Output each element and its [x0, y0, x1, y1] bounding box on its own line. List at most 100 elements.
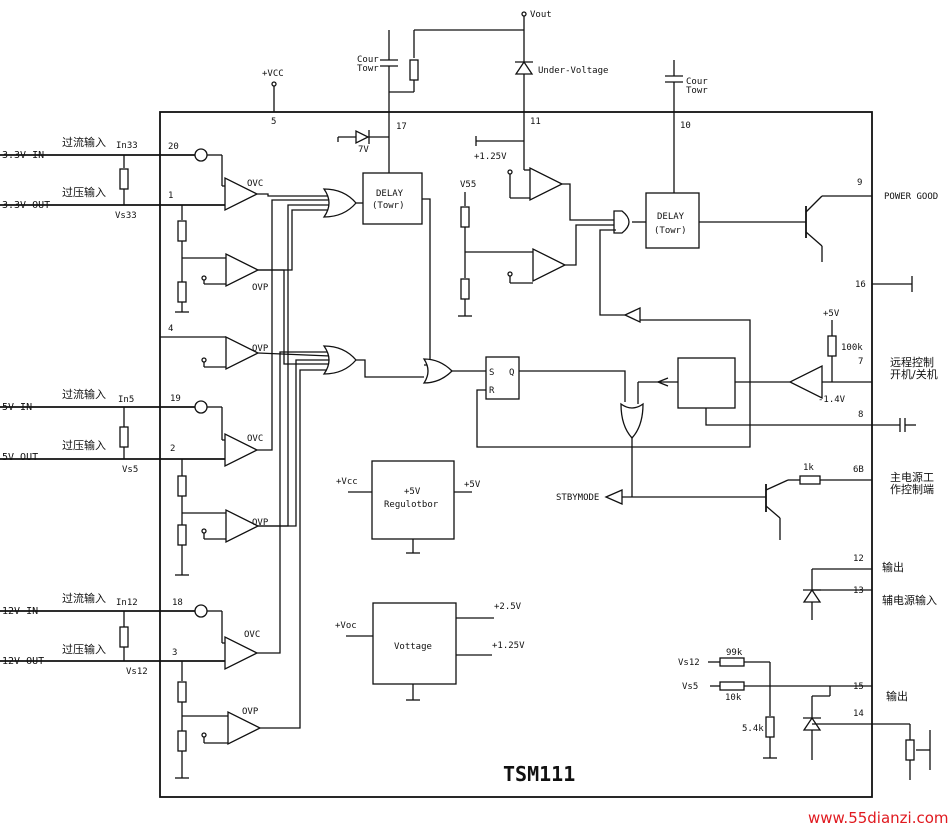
or-gate-4 [620, 402, 644, 439]
out15-label: 输出 [886, 689, 908, 703]
in33-pin: In33 [116, 141, 138, 151]
watermark: www.55dianzi.com [808, 809, 949, 827]
reg-vcc: +Vcc [336, 477, 358, 487]
cap17-label-b: Towr [357, 64, 379, 74]
r10k-label: 10k [725, 693, 742, 703]
pin-13: 13 [853, 586, 864, 596]
delay-block-1 [362, 172, 423, 225]
pin-18: 18 [172, 598, 183, 608]
remote-label-a: 远程控制 [890, 355, 934, 369]
r99k-label: 99k [726, 648, 743, 658]
in33-label: 3.3V IN [2, 150, 44, 161]
r1k-label: 1k [803, 463, 814, 473]
ovc-input-5: 过流输入 [62, 387, 106, 401]
vs33-label: Vs33 [115, 211, 137, 221]
or-gate-3 [422, 358, 453, 384]
ovp-input-33: 过压输入 [62, 185, 106, 199]
pin-3: 3 [172, 648, 177, 658]
volt-vcc: +Voc [335, 621, 357, 631]
pin-7: 7 [858, 357, 863, 367]
v55-label: V55 [460, 180, 476, 190]
and-gate [613, 210, 630, 234]
ovp-4-label: OVP [252, 344, 269, 354]
delay1-label-a: DELAY [376, 189, 404, 199]
pin-16: 16 [855, 280, 866, 290]
power-good-label: POWER GOOD [884, 192, 938, 202]
pin-17: 17 [396, 122, 407, 132]
pin-14: 14 [853, 709, 864, 719]
remote-label-b: 开机/关机 [890, 367, 938, 381]
delay2-label-a: DELAY [657, 212, 685, 222]
ovc-input-12: 过流输入 [62, 591, 106, 605]
regulator-block [371, 460, 455, 540]
or-gate-1 [322, 188, 357, 218]
ovc-12-label: OVC [244, 630, 260, 640]
volt-25: +2.5V [494, 602, 522, 612]
r54k-label: 5.4k [742, 724, 764, 734]
in5-label: 5V IN [2, 402, 32, 413]
under-voltage-label: Under-Voltage [538, 66, 608, 76]
vs12-label: Vs12 [126, 667, 148, 677]
ovc-5-label: OVC [247, 434, 263, 444]
r100k-label: 100k [841, 343, 863, 353]
out5-label: 5V OUT [2, 452, 38, 463]
volt-125: +1.25V [492, 641, 525, 651]
reg-out: +5V [464, 480, 481, 490]
pin-5: 5 [271, 117, 276, 127]
cap10-label-a: Cour [686, 77, 708, 87]
chip-title: TSM111 [503, 762, 575, 786]
neg14-label: -1.4V [818, 395, 846, 405]
zener-7v-label: 7V [358, 145, 369, 155]
in12-pin: In12 [116, 598, 138, 608]
vcc-label: +VCC [262, 69, 284, 79]
ovp-input-12: 过压输入 [62, 642, 106, 656]
ovp-12-label: OVP [242, 707, 259, 717]
vs12-right: Vs12 [678, 658, 700, 668]
pin-15: 15 [853, 682, 864, 692]
vs5-label: Vs5 [122, 465, 138, 475]
pin-6: 6B [853, 465, 864, 475]
chip-outline [159, 111, 873, 798]
in5-pin: In5 [118, 395, 134, 405]
delay1-label-b: (Towr) [372, 201, 405, 211]
cap17-label-a: Cour [357, 55, 379, 65]
cap10-label-b: Towr [686, 86, 708, 96]
pin-11: 11 [530, 117, 541, 127]
delay-block-2 [645, 192, 700, 249]
or-gate-2 [322, 345, 357, 375]
ovp-33-label: OVP [252, 283, 269, 293]
ovp-5-label: OVP [252, 518, 269, 528]
vs5-right: Vs5 [682, 682, 698, 692]
vout-label: Vout [530, 10, 552, 20]
pin-8: 8 [858, 410, 863, 420]
ovp-input-5: 过压输入 [62, 438, 106, 452]
delay2-label-b: (Towr) [654, 226, 687, 236]
pin-2: 2 [170, 444, 175, 454]
pin-19: 19 [170, 394, 181, 404]
stbymode-label: STBYMODE [556, 493, 599, 503]
voltage-block [372, 602, 457, 685]
sr-flipflop [485, 356, 520, 400]
reg-label-b: Regulotbor [384, 500, 439, 510]
reg-label-a: +5V [404, 487, 421, 497]
out12-right-label: 输出 [882, 560, 904, 574]
pin-10: 10 [680, 121, 691, 131]
in12-label: 12V IN [2, 606, 38, 617]
main-label-a: 主电源工 [890, 470, 934, 484]
main-label-b: 作控制端 [890, 482, 934, 496]
aux-in-label: 辅电源输入 [882, 593, 937, 607]
pin-9: 9 [857, 178, 862, 188]
ref-125-label: +1.25V [474, 152, 507, 162]
sr-s: S [489, 368, 494, 378]
sr-q: Q [509, 368, 514, 378]
pin-1: 1 [168, 191, 173, 201]
plus5v-label: +5V [823, 309, 840, 319]
ovc-33-label: OVC [247, 179, 263, 189]
sr-r: R [489, 386, 495, 396]
ovc-input-33: 过流输入 [62, 135, 106, 149]
pin-12: 12 [853, 554, 864, 564]
latch-block [677, 357, 736, 409]
pin-20: 20 [168, 142, 179, 152]
